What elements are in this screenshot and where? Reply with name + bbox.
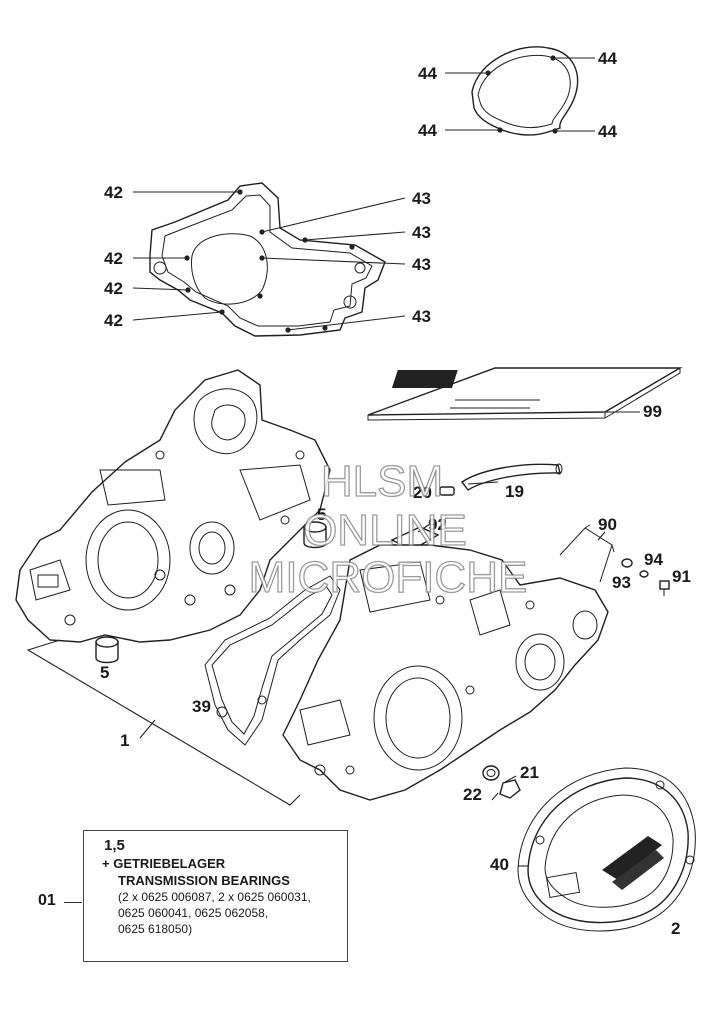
- watermark-line2: ONLINE: [303, 506, 467, 555]
- callout-19: 19: [505, 482, 524, 501]
- bearing-5: [95, 636, 119, 664]
- callout-22: 22: [463, 785, 482, 804]
- legend-line-english: TRANSMISSION BEARINGS: [118, 873, 290, 888]
- callout-44: 44: [418, 121, 437, 140]
- callout-43: 43: [412, 255, 431, 274]
- crankcase-left-half: [15, 369, 331, 643]
- legend-part-numbers-1: (2 x 0625 006087, 2 x 0625 060031,: [118, 890, 311, 904]
- callout-39: 39: [192, 697, 211, 716]
- watermark: HLSM ONLINE MICROFICHE: [248, 456, 528, 602]
- legend-box: 1,5 + GETRIEBELAGER TRANSMISSION BEARING…: [83, 830, 348, 962]
- crankcase-gasket: [149, 182, 386, 337]
- washer-93: [621, 558, 633, 568]
- callout-21: 21: [520, 763, 539, 782]
- gasket-booklet-99: [367, 367, 683, 421]
- gasket-39: [204, 575, 341, 746]
- callout-43: 43: [412, 223, 431, 242]
- callout-2: 2: [671, 919, 680, 938]
- callout-44: 44: [598, 122, 617, 141]
- callout-5: 5: [317, 505, 326, 524]
- callout-42: 42: [104, 279, 123, 298]
- legend-ref-number: 01: [38, 892, 56, 909]
- washer-22: [482, 765, 500, 781]
- callout-43: 43: [412, 307, 431, 326]
- drain-plug-21: [491, 779, 521, 801]
- wire-bracket-90: [559, 524, 615, 583]
- callout-5: 5: [100, 663, 109, 682]
- callout-94: 94: [644, 550, 663, 569]
- callout-91: 91: [672, 567, 691, 586]
- washer-94: [639, 570, 649, 578]
- watermark-line1: HLSM: [321, 457, 443, 506]
- callout-42: 42: [104, 183, 123, 202]
- callout-44: 44: [418, 64, 437, 83]
- callout-44: 44: [598, 49, 617, 68]
- bearing-5: [303, 521, 327, 549]
- callout-93: 93: [612, 573, 631, 592]
- legend-part-numbers-3: 0625 618050): [118, 922, 193, 936]
- legend-line-german: + GETRIEBELAGER: [102, 856, 226, 871]
- callout-20: 20: [413, 483, 432, 502]
- callout-1: 1: [120, 731, 129, 750]
- callout-90: 90: [598, 515, 617, 534]
- callout-99: 99: [643, 402, 662, 421]
- callout-42: 42: [104, 249, 123, 268]
- callout-40: 40: [490, 855, 509, 874]
- crankcase-right-half: [282, 544, 609, 801]
- callout-43: 43: [412, 189, 431, 208]
- ignition-cover-2: [517, 767, 696, 932]
- legend-leader: [64, 902, 82, 903]
- clip-20: [439, 486, 455, 496]
- callout-92: 92: [428, 515, 447, 534]
- gasket-44: [471, 46, 579, 136]
- legend-title: 1,5: [104, 837, 125, 854]
- watermark-line3: MICROFICHE: [249, 553, 528, 602]
- screw-91: [659, 580, 670, 596]
- callout-42: 42: [104, 311, 123, 330]
- legend-part-numbers-2: 0625 060041, 0625 062058,: [118, 906, 269, 920]
